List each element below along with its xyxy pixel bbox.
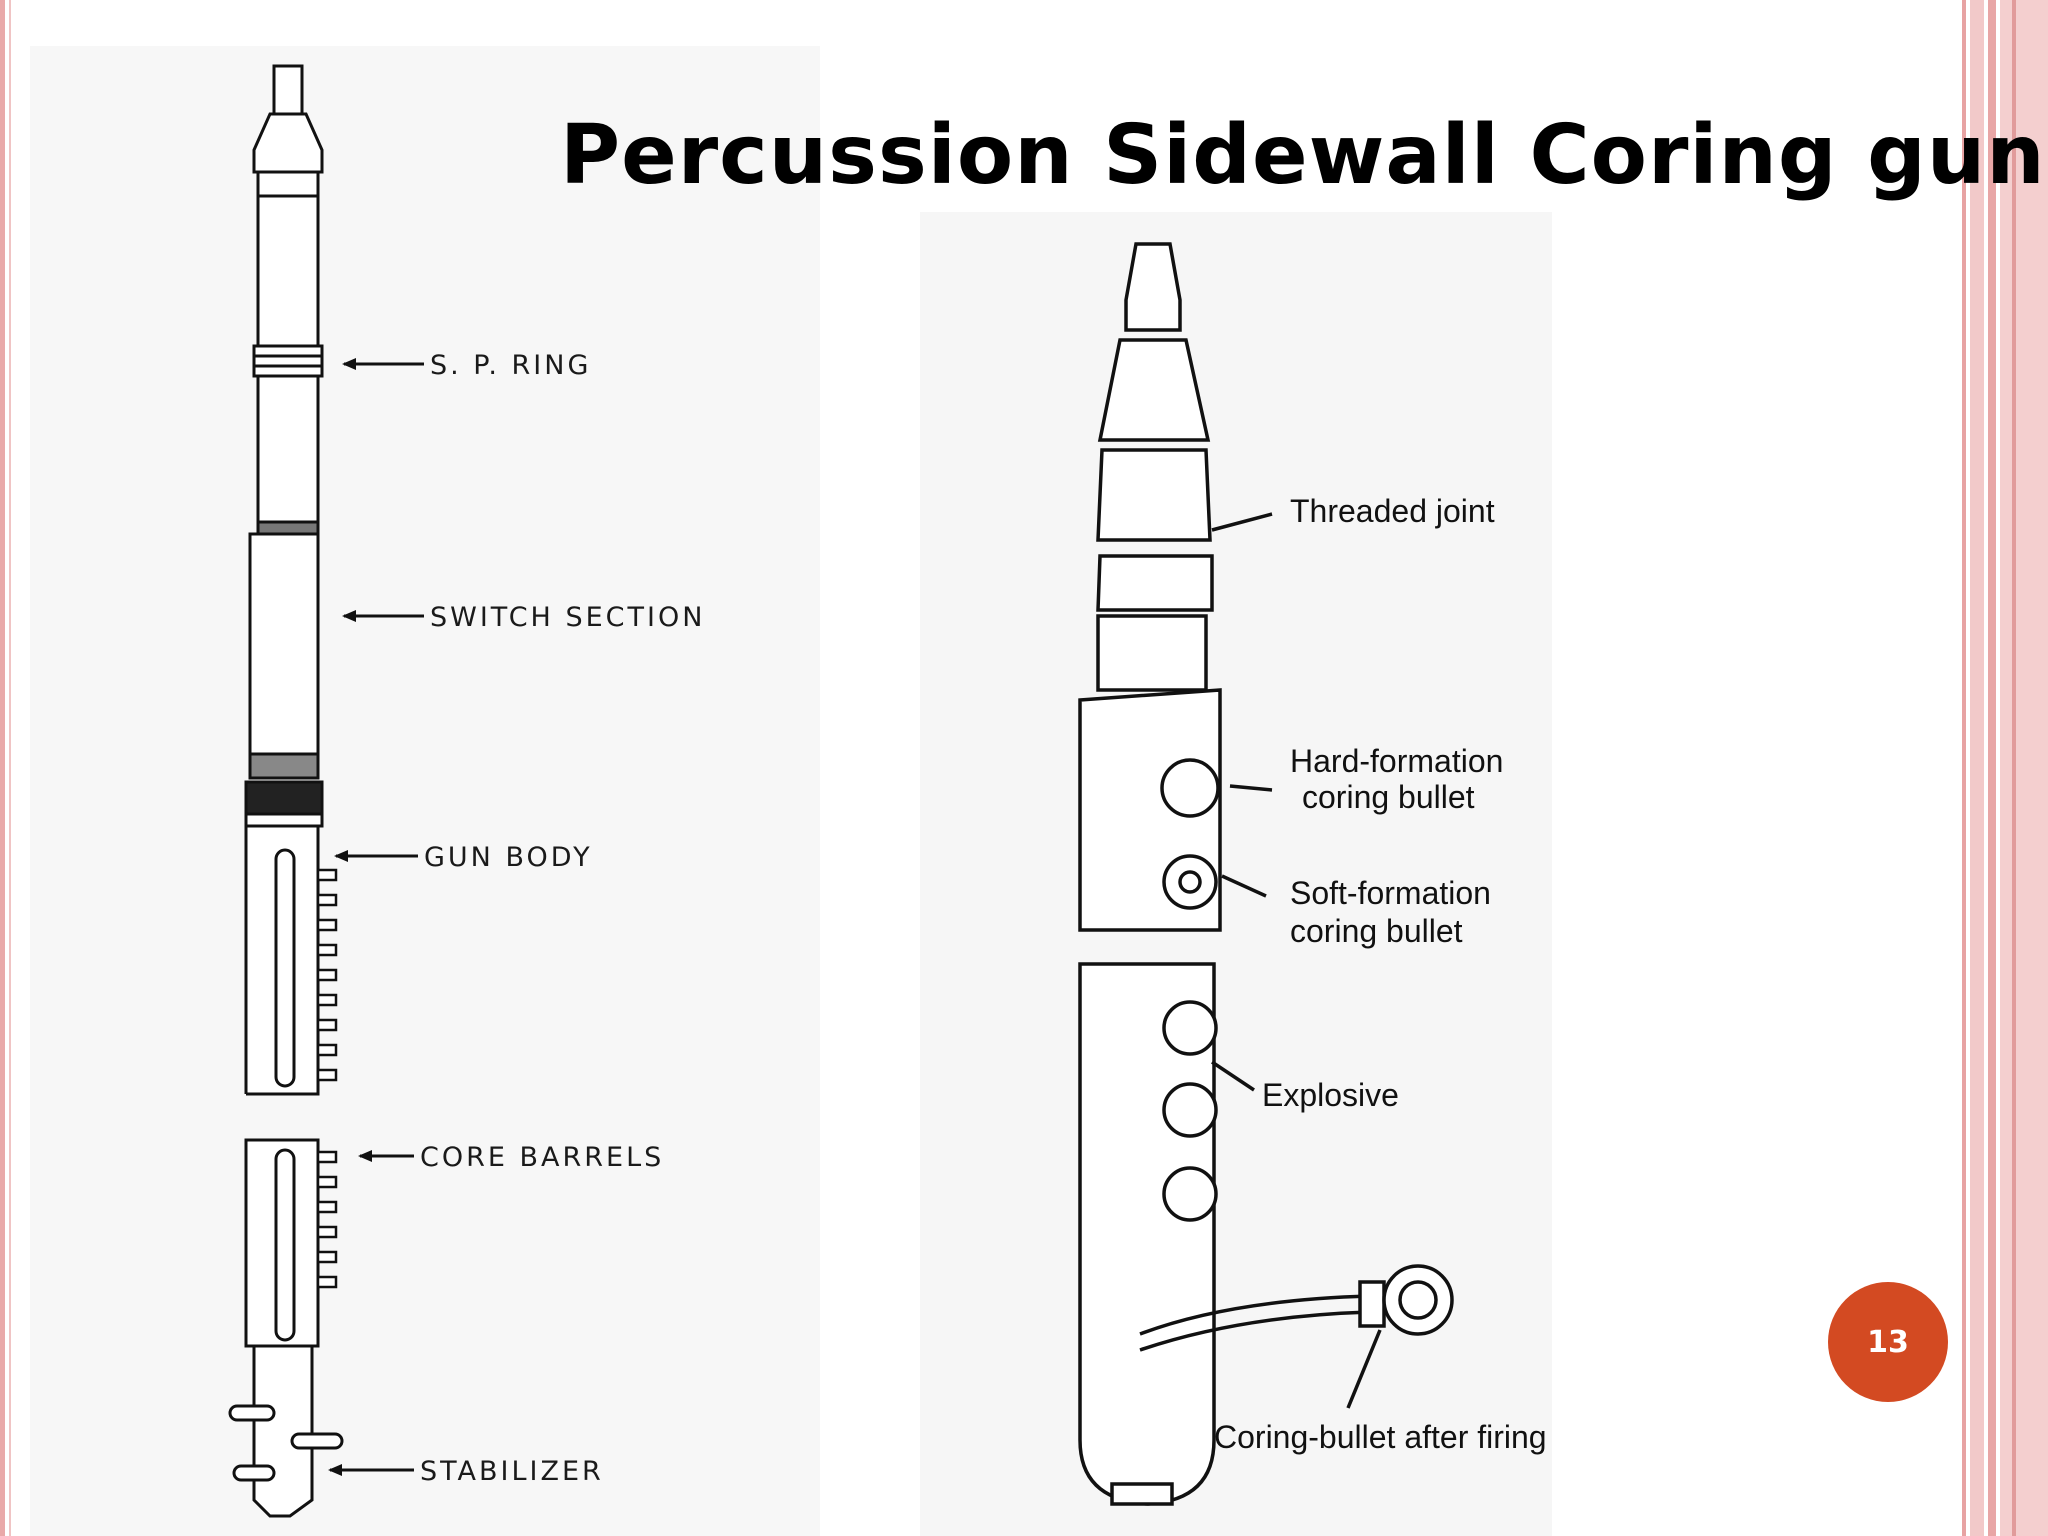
label-hard-formation-line1: Hard-formation — [1290, 743, 1503, 779]
right-border-band — [2000, 0, 2048, 1536]
left-barrel-pegs — [316, 868, 338, 1289]
right-border-band — [1970, 0, 1984, 1536]
label-soft-formation-line1: Soft-formation — [1290, 875, 1491, 911]
slide-title: Percussion Sidewall Coring gun — [560, 108, 2046, 203]
label-soft-formation-line2: coring bullet — [1290, 913, 1463, 949]
left-tool-drawing — [228, 64, 424, 1518]
right-border — [1962, 0, 1966, 1536]
left-figure-background — [30, 46, 820, 1536]
label-core-barrels: CORE BARRELS — [420, 1142, 664, 1173]
label-switch-section: SWITCH SECTION — [430, 602, 705, 633]
label-coring-bullet-after-firing: Coring-bullet after firing — [1214, 1419, 1547, 1455]
right-tool-drawing — [1078, 242, 1454, 1506]
label-hard-formation-line2: coring bullet — [1302, 779, 1475, 815]
label-gun-body: GUN BODY — [424, 842, 593, 873]
label-stabilizer: STABILIZER — [420, 1456, 604, 1487]
left-pointer-arrows — [328, 358, 372, 1476]
label-threaded-joint: Threaded joint — [1290, 493, 1495, 529]
right-border-band — [2012, 0, 2016, 1536]
label-explosive: Explosive — [1262, 1077, 1399, 1113]
right-border-band — [1988, 0, 1996, 1536]
label-sp-ring: S. P. RING — [430, 350, 591, 381]
left-border-inner — [9, 0, 11, 1536]
left-border — [0, 0, 5, 1536]
page-number-badge: 13 — [1828, 1282, 1948, 1402]
